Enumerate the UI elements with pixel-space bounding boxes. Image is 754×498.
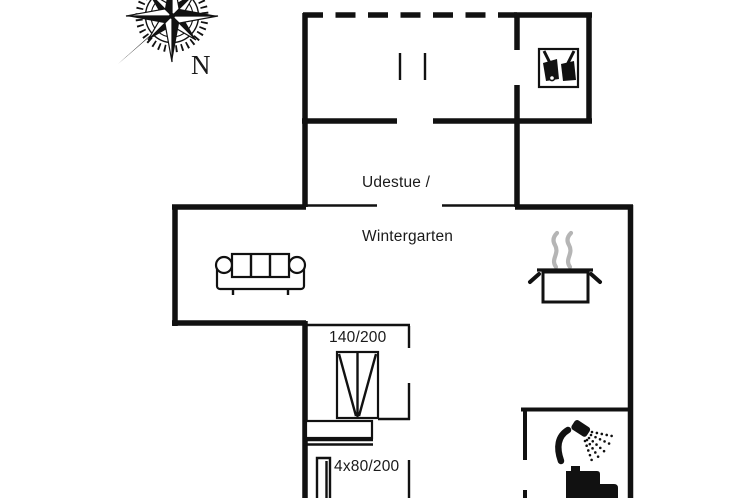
steam-icon (551, 230, 574, 270)
room-label-conservatory: Udestue / Wintergarten (362, 138, 453, 282)
toilet-icon (566, 466, 618, 498)
walls-thin (303, 53, 515, 498)
bunk-bed-partial (315, 456, 332, 498)
cooking-pot-icon (528, 268, 602, 304)
room-label-line1: Udestue / (362, 174, 431, 191)
room-label-line2: Wintergarten (362, 228, 454, 245)
dresser (304, 419, 374, 440)
sofa-icon (214, 252, 307, 295)
walls-bathroom (521, 407, 631, 498)
label-bunk-beds-size: 4x80/200 (334, 458, 400, 475)
walls-thick (172, 12, 634, 498)
cleaning-tools-icon (537, 47, 580, 89)
double-bed-icon (335, 350, 380, 420)
shower-icon (555, 420, 614, 465)
compass-rose-icon (118, 0, 219, 64)
label-double-bed-size: 140/200 (329, 329, 387, 346)
compass-north-label: N (191, 50, 211, 80)
